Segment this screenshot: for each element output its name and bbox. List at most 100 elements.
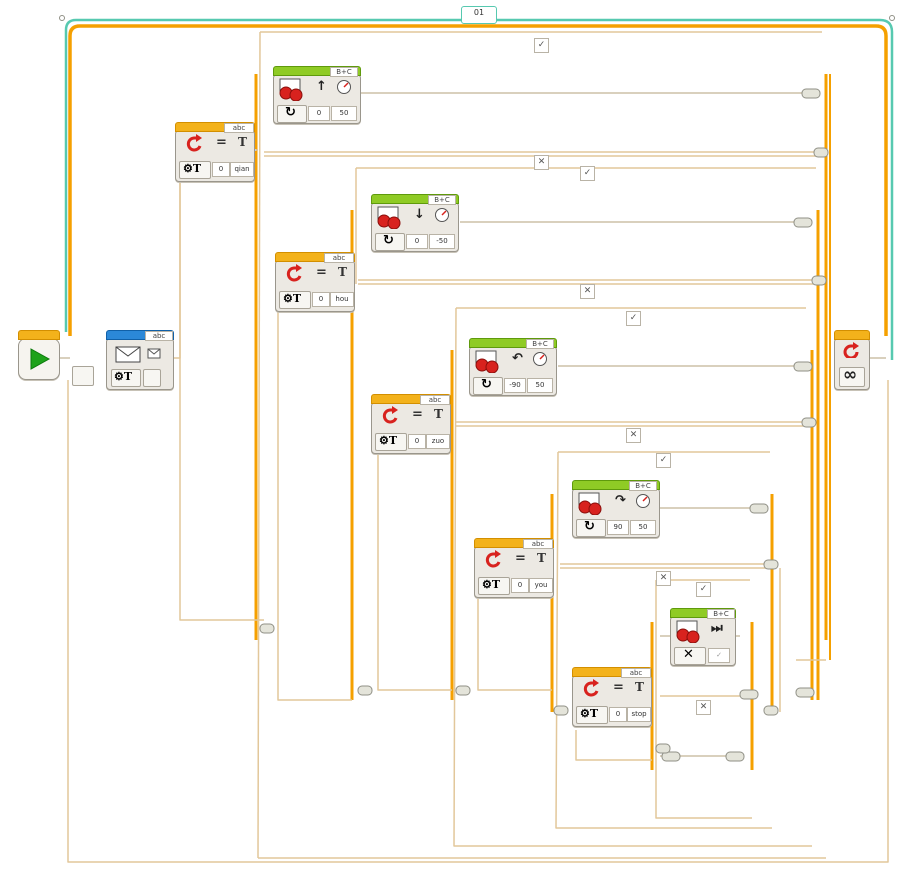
switch-arrow-icon — [583, 679, 599, 697]
motor-port-tag[interactable]: B+C — [428, 195, 456, 205]
tank-motors-icon — [475, 350, 499, 373]
rotate-mode-icon: ↻ — [481, 377, 492, 392]
switch-frame-4 — [477, 451, 774, 829]
compare-header — [572, 667, 652, 677]
rotate-mode-icon: ↻ — [584, 519, 595, 534]
loop-count-selector[interactable]: ∞ — [839, 365, 865, 387]
compare-name-tag[interactable]: abc — [621, 668, 651, 678]
compare-type-label: T — [635, 680, 644, 694]
compare-header — [275, 252, 355, 262]
compare-number-input[interactable]: 0 — [609, 707, 627, 722]
message-block-header — [106, 330, 174, 340]
case-true-marker-4[interactable]: ✓ — [656, 453, 671, 468]
off-mode-icon: ✕ — [683, 647, 694, 662]
case-false-marker-2[interactable]: ✕ — [580, 284, 595, 299]
case-false-marker-3[interactable]: ✕ — [626, 428, 641, 443]
power-input[interactable]: 50 — [331, 106, 357, 121]
move-mode-selector[interactable]: ✕ — [674, 647, 706, 665]
compare-operator: = — [613, 680, 624, 695]
compare-mode-selector[interactable]: ⚙T — [576, 706, 608, 724]
move-mode-selector[interactable]: ↻ — [277, 105, 307, 123]
compare-number-input[interactable]: 0 — [511, 578, 529, 593]
rotate-mode-icon: ↻ — [285, 105, 296, 120]
compare-name-tag[interactable]: abc — [523, 539, 553, 549]
move-header — [670, 608, 736, 618]
switch-arrow-icon — [286, 264, 302, 282]
case-true-marker-1[interactable]: ✓ — [534, 38, 549, 53]
case-false-marker-1[interactable]: ✕ — [534, 155, 549, 170]
steering-input[interactable]: -90 — [504, 378, 526, 393]
compare-header — [175, 122, 255, 132]
move-header — [371, 194, 459, 204]
compare-text-input[interactable]: hou — [330, 292, 354, 307]
loop-name-label: 01 — [473, 8, 485, 17]
message-name-tag[interactable]: abc — [145, 331, 173, 341]
case-true-marker-3[interactable]: ✓ — [626, 311, 641, 326]
speed-gauge-icon — [533, 352, 547, 366]
speed-gauge-icon — [636, 494, 650, 508]
compare-mode-selector[interactable]: ⚙T — [279, 291, 311, 309]
power-input[interactable]: 50 — [630, 520, 656, 535]
tank-motors-icon — [377, 206, 401, 229]
compare-text-input[interactable]: zuo — [426, 434, 450, 449]
steering-input[interactable]: 90 — [607, 520, 629, 535]
move-mode-selector[interactable]: ↻ — [576, 519, 606, 537]
compare-text-input[interactable]: qian — [230, 162, 254, 177]
steering-input[interactable]: 0 — [406, 234, 428, 249]
message-value-slot[interactable] — [143, 369, 161, 387]
move-tank-block-stop[interactable]: B+C⏭✕✓ — [670, 608, 736, 666]
loop-end-block[interactable]: ∞ — [834, 330, 870, 390]
text-type-selector[interactable]: ⚙T — [111, 369, 141, 387]
text-type-icon: ⚙T — [114, 370, 133, 383]
compare-number-input[interactable]: 0 — [408, 434, 426, 449]
start-block[interactable] — [18, 330, 60, 380]
compare-name-tag[interactable]: abc — [224, 123, 254, 133]
case-false-marker-5[interactable]: ✕ — [696, 700, 711, 715]
case-false-marker-4[interactable]: ✕ — [656, 571, 671, 586]
move-tank-block-backward[interactable]: B+C↓ ↻0-50 — [371, 194, 459, 252]
tank-motors-icon — [578, 492, 602, 515]
steering-input[interactable]: 0 — [308, 106, 330, 121]
start-block-header — [18, 330, 60, 340]
compare-mode-selector[interactable]: ⚙T — [375, 433, 407, 451]
motor-port-tag[interactable]: B+C — [330, 67, 358, 77]
switch-frame-2 — [277, 167, 820, 701]
case-true-marker-5[interactable]: ✓ — [696, 582, 711, 597]
compare-mode-selector[interactable]: ⚙T — [179, 161, 211, 179]
compare-mode-selector[interactable]: ⚙T — [478, 577, 510, 595]
compare-number-input[interactable]: 0 — [312, 292, 330, 307]
motor-port-tag[interactable]: B+C — [707, 609, 735, 619]
compare-type-label: T — [537, 551, 546, 565]
move-direction-icon: ↓ — [414, 207, 425, 222]
loop-name-tab[interactable]: 01 — [461, 6, 497, 24]
start-output-slot[interactable] — [72, 366, 94, 386]
compare-name-tag[interactable]: abc — [324, 253, 354, 263]
case-true-marker-2[interactable]: ✓ — [580, 166, 595, 181]
compare-text-input[interactable]: you — [529, 578, 553, 593]
move-header — [572, 480, 660, 490]
power-input[interactable]: 50 — [527, 378, 553, 393]
move-mode-selector[interactable]: ↻ — [375, 233, 405, 251]
power-input[interactable]: -50 — [429, 234, 455, 249]
speed-gauge-icon — [337, 80, 351, 94]
brake-input[interactable]: ✓ — [708, 648, 730, 663]
compare-text-input[interactable]: stop — [627, 707, 651, 722]
move-header — [469, 338, 557, 348]
compare-name-tag[interactable]: abc — [420, 395, 450, 405]
motor-port-tag[interactable]: B+C — [526, 339, 554, 349]
compare-number-input[interactable]: 0 — [212, 162, 230, 177]
motor-port-tag[interactable]: B+C — [629, 481, 657, 491]
speed-gauge-icon — [435, 208, 449, 222]
message-send-block[interactable]: abc ⚙T — [106, 330, 174, 390]
move-mode-selector[interactable]: ↻ — [473, 377, 503, 395]
